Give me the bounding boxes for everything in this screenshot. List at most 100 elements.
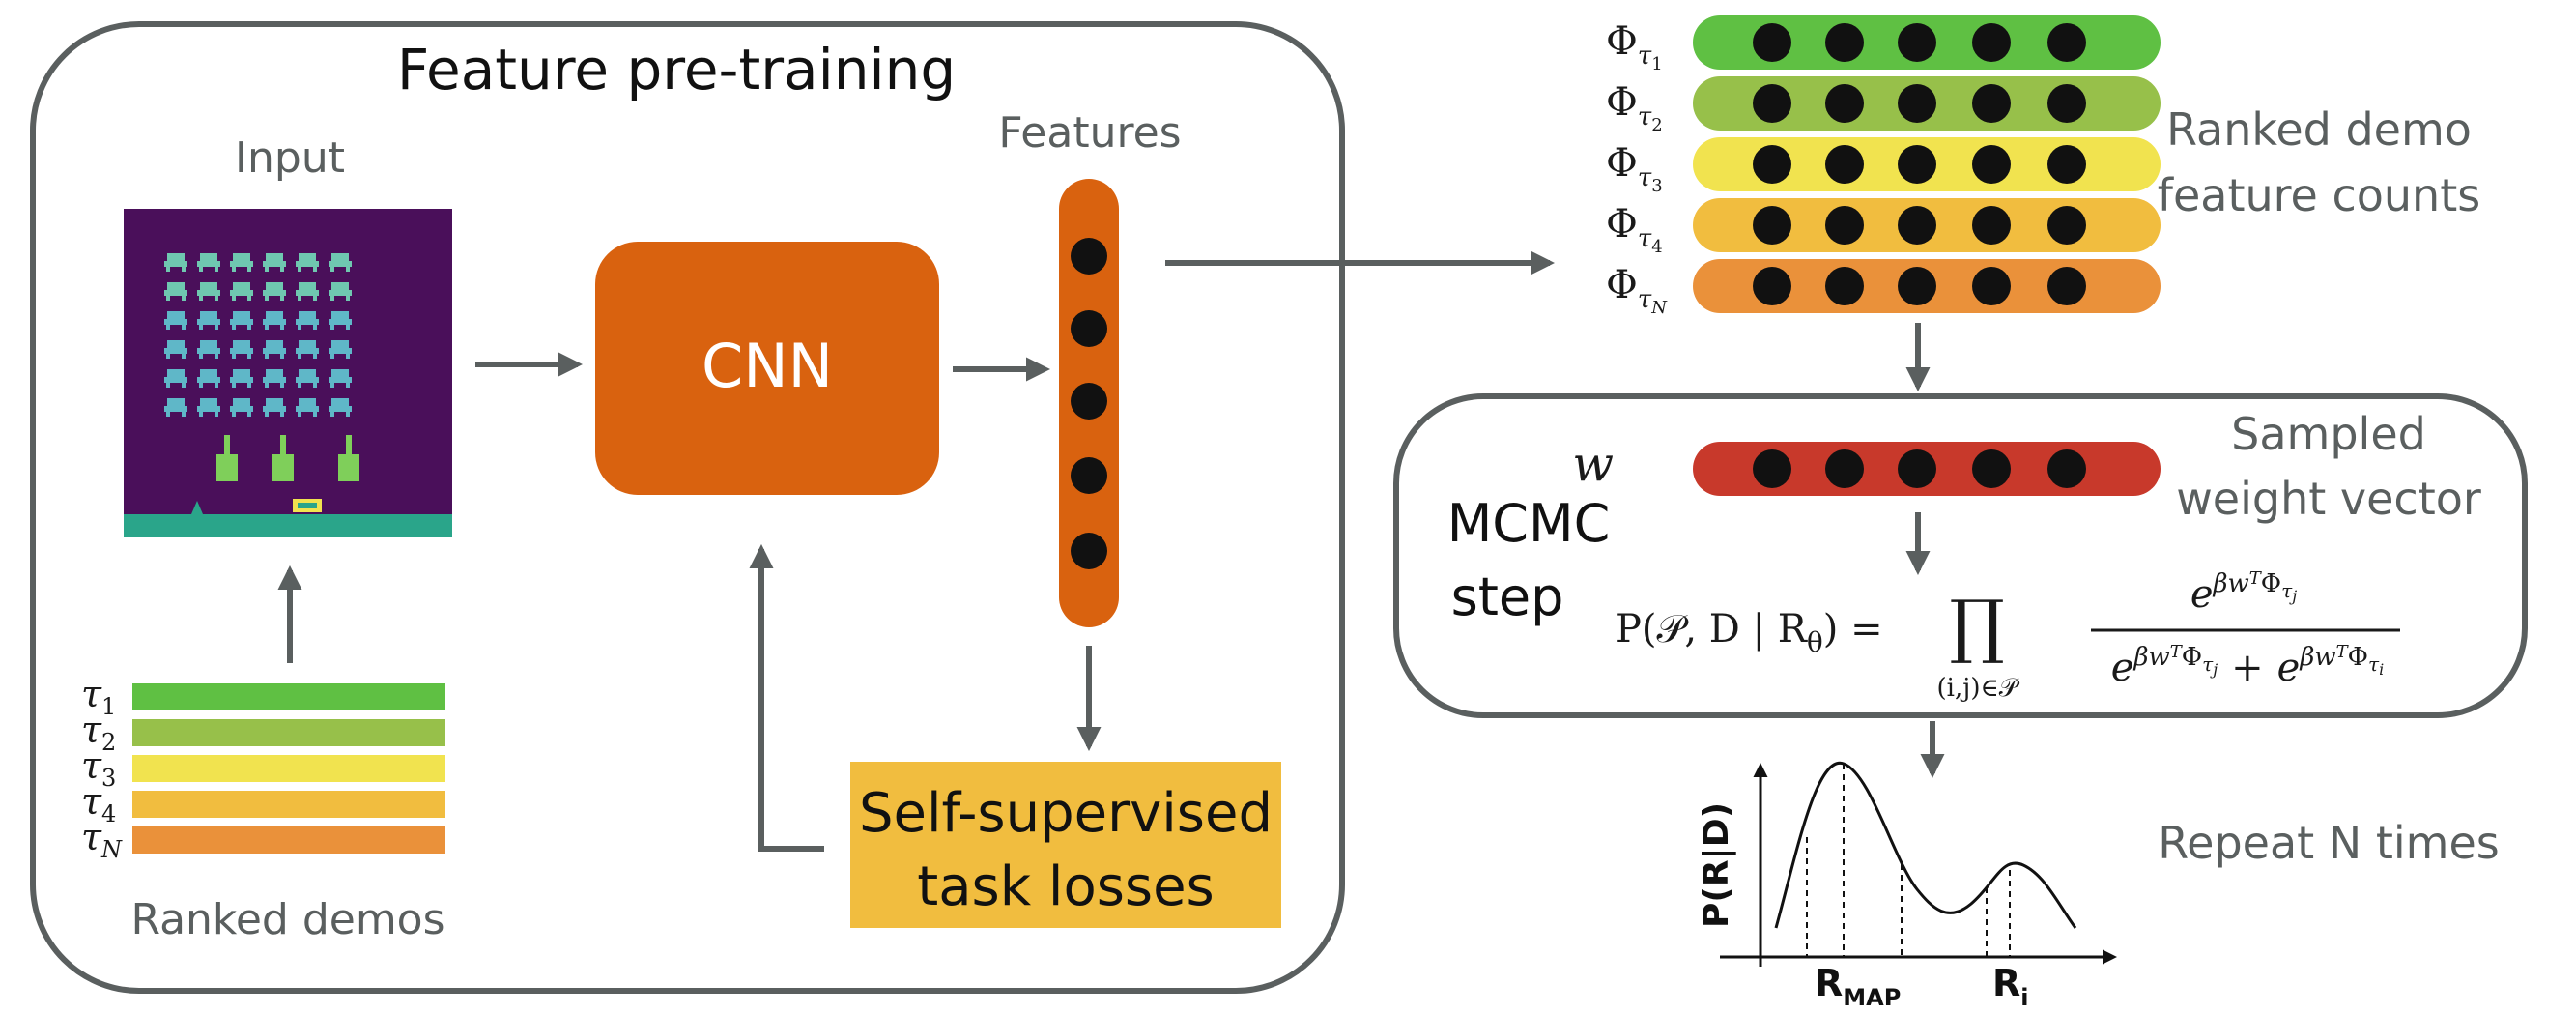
feature-count-node [1825, 267, 1864, 305]
feature-count-node [1972, 23, 2011, 62]
feature-counts-label-line2: feature counts [2158, 169, 2480, 221]
feature-count-label: ΦτN [1606, 263, 1668, 318]
feature-count-node [1898, 267, 1936, 305]
arrow-loss-to-cnn [749, 543, 824, 852]
feature-vector-nodes [1071, 238, 1107, 569]
invader-icon [329, 311, 352, 330]
invader-icon [329, 340, 352, 359]
svg-text:P(𝒫, D | Rθ) =: P(𝒫, D | Rθ) = [1616, 607, 1883, 658]
feature-count-node [1825, 206, 1864, 245]
invader-icon [263, 369, 286, 388]
feature-count-node [1898, 84, 1936, 123]
pretraining-frame [30, 21, 1345, 994]
feature-count-node [1753, 23, 1791, 62]
feature-count-row: ΦτN [1606, 259, 2161, 318]
invader-icon [197, 311, 220, 330]
invader-icon [230, 398, 253, 417]
feature-count-label: Φτ4 [1606, 202, 1663, 257]
feature-count-node [1825, 23, 1864, 62]
invader-icon [164, 398, 187, 417]
invader-icon [296, 253, 319, 272]
feature-count-node [1898, 23, 1936, 62]
svg-text:(i,j)∈𝒫: (i,j)∈𝒫 [1937, 674, 2020, 703]
invader-icon [263, 253, 286, 272]
invader-icon [230, 340, 253, 359]
svg-text:eβwTΦτj+eβwTΦτi: eβwTΦτj+eβwTΦτi [2111, 642, 2384, 690]
weight-label-line1: Sampled [2231, 408, 2426, 460]
game-screen [124, 209, 452, 537]
feature-count-node [1972, 267, 2011, 305]
invader-icon [164, 311, 187, 330]
feature-count-node [2047, 206, 2086, 245]
cnn-box [595, 242, 939, 495]
feature-count-node [1972, 206, 2011, 245]
invader-icon [230, 311, 253, 330]
ranked-demo-row: τ3 [81, 744, 445, 792]
weight-label-line2: weight vector [2176, 473, 2481, 525]
invader-icon [329, 398, 352, 417]
weight-symbol: w [1572, 436, 1614, 492]
invader-icon [230, 369, 253, 388]
ranked-demo-row: τN [81, 816, 445, 863]
demo-bar [132, 755, 445, 782]
invader-icon [197, 369, 220, 388]
posterior-ri-label: Ri [1992, 962, 2029, 1011]
demo-bar [132, 826, 445, 854]
pretraining-title: Feature pre-training [397, 37, 956, 102]
demo-label: τ4 [81, 780, 116, 827]
invader-icon [263, 398, 286, 417]
ranked-demo-row: τ1 [81, 673, 445, 720]
invader-icon [296, 340, 319, 359]
invader-icon [164, 282, 187, 301]
feature-count-node [2047, 23, 2086, 62]
invader-icon [164, 340, 187, 359]
invader-icon [263, 340, 286, 359]
invader-icon [296, 369, 319, 388]
loss-label-line2: task losses [917, 856, 1214, 918]
demo-bar [132, 719, 445, 746]
posterior-curve [1774, 761, 2077, 929]
invader-icon [296, 311, 319, 330]
feature-count-label: Φτ2 [1606, 80, 1663, 135]
invader-icon [164, 369, 187, 388]
feature-count-node [1825, 84, 1864, 123]
feature-count-node [1898, 206, 1936, 245]
demo-label: τ3 [81, 744, 116, 792]
feature-count-label: Φτ3 [1606, 141, 1663, 196]
feature-count-label: Φτ1 [1606, 19, 1663, 74]
invader-grid [164, 253, 352, 417]
feature-count-node [1753, 84, 1791, 123]
posterior-sample-lines [1806, 764, 2011, 957]
ranked-demos-label: Ranked demos [130, 895, 444, 944]
feature-count-node [2047, 84, 2086, 123]
feature-count-row: Φτ3 [1606, 137, 2161, 196]
posterior-ylabel: P(R|D) [1697, 802, 1736, 928]
feature-count-node [2047, 267, 2086, 305]
svg-text:∏: ∏ [1949, 585, 2004, 666]
shield-icon [216, 435, 359, 481]
mcmc-frame [1393, 393, 2528, 718]
likelihood-formula: P(𝒫, D | Rθ) = ∏ (i,j)∈𝒫 eβwTΦτj eβwTΦτj… [1616, 568, 2400, 703]
weight-vector-nodes [1753, 450, 2086, 488]
loss-box [850, 762, 1281, 928]
feature-count-node [1972, 84, 2011, 123]
invader-icon [329, 282, 352, 301]
invader-icon [296, 398, 319, 417]
feature-count-row: Φτ4 [1606, 198, 2161, 257]
demo-label: τ1 [81, 673, 116, 720]
invader-icon [164, 253, 187, 272]
posterior-plot: P(R|D) RMAP Ri [1697, 761, 2117, 1011]
player-cannon-icon [191, 501, 203, 514]
feature-count-node [1753, 206, 1791, 245]
loss-label-line1: Self-supervised [859, 782, 1273, 845]
game-ground [124, 514, 452, 537]
invader-icon [197, 340, 220, 359]
ranked-demo-row: τ4 [81, 780, 445, 827]
feature-count-node [1753, 267, 1791, 305]
input-label: Input [235, 133, 345, 183]
invader-icon [329, 253, 352, 272]
svg-text:eβwTΦτj: eβwTΦτj [2190, 568, 2297, 617]
demo-bar [132, 791, 445, 818]
demo-label: τ2 [81, 709, 116, 756]
demo-bar [132, 683, 445, 710]
